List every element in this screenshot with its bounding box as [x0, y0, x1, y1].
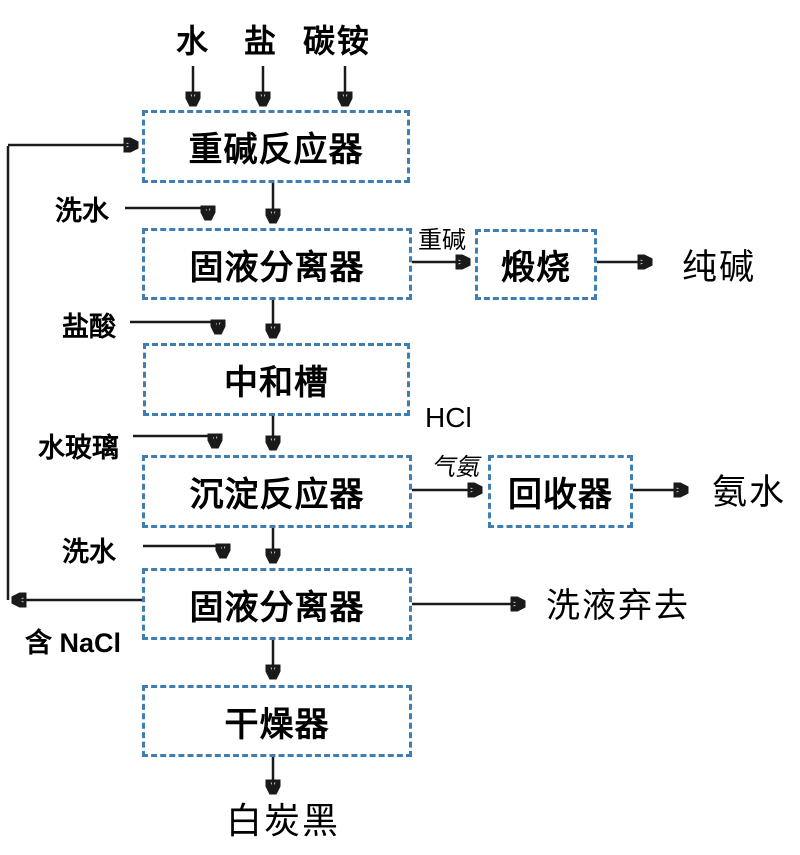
stream-label-hcl: HCl: [425, 402, 472, 433]
arrow-washwater1-in: [125, 208, 208, 218]
box-calciner: 煅烧: [475, 229, 597, 300]
box-label: 沉淀反应器: [189, 476, 365, 514]
box-label: 煅烧: [501, 249, 571, 287]
box-solid-liquid-separator-2: 固液分离器: [142, 568, 412, 640]
output-label-white-carbon-black: 白炭黑: [226, 800, 341, 841]
input-label-water-glass: 水玻璃: [38, 433, 119, 463]
box-label: 固液分离器: [189, 248, 365, 287]
output-label-soda-ash: 纯碱: [682, 248, 757, 287]
box-label: 回收器: [508, 476, 613, 514]
input-label-wash-water-1: 洗水: [55, 196, 109, 226]
output-label-wash-liquid-discard: 洗液弃去: [546, 587, 690, 625]
box-label: 固液分离器: [189, 588, 365, 627]
box-neutralization-tank: 中和槽: [143, 343, 410, 416]
input-label-hydrochloric-acid: 盐酸: [62, 312, 116, 342]
box-precipitation-reactor: 沉淀反应器: [142, 455, 412, 528]
box-label: 干燥器: [224, 705, 330, 744]
box-dryer: 干燥器: [142, 685, 412, 757]
box-recovery-unit: 回收器: [488, 455, 633, 528]
arrow-hydrochloric-in: [130, 322, 218, 332]
arrow-waterglass-in: [133, 436, 215, 446]
input-label-water: 水: [176, 23, 211, 59]
input-label-wash-water-2: 洗水: [62, 537, 116, 567]
box-label: 重碱反应器: [188, 131, 364, 169]
input-label-ammonium-bicarbonate: 碳铵: [303, 23, 372, 59]
stream-label-ammonia-gas: 气氨: [431, 454, 479, 481]
box-label: 中和槽: [224, 364, 329, 402]
box-heavy-alkali-reactor: 重碱反应器: [142, 110, 410, 183]
input-label-salt: 盐: [244, 23, 279, 59]
output-label-ammonia-water: 氨水: [712, 473, 787, 512]
box-solid-liquid-separator-1: 固液分离器: [142, 228, 412, 300]
stream-label-heavy-alkali: 重碱: [418, 227, 466, 254]
arrow-washwater2-in: [143, 546, 223, 556]
stream-label-contains-nacl: 含 NaCl: [25, 628, 122, 658]
